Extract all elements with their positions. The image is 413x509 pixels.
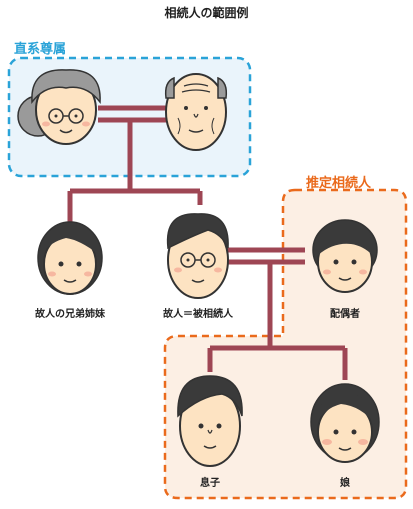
ancestors-group-label: 直系尊属 (14, 42, 67, 57)
deceased-label: 故人＝被相続人 (163, 309, 233, 320)
daughter-face (310, 383, 380, 463)
heirs-group-label: 推定相続人 (306, 176, 372, 191)
sibling-face (37, 221, 103, 295)
grandmother-face (17, 69, 101, 145)
grandfather-face (164, 73, 228, 151)
relation-lines (67, 105, 348, 380)
spouse-face (312, 219, 378, 293)
sibling-label: 故人の兄弟姉妹 (35, 309, 105, 320)
spouse-label: 配偶者 (330, 309, 360, 320)
son-face (177, 375, 243, 467)
deceased-face (166, 213, 229, 299)
son-label: 息子 (200, 478, 220, 489)
daughter-label: 娘 (340, 478, 350, 489)
diagram-title: 相続人の範囲例 (164, 6, 249, 20)
